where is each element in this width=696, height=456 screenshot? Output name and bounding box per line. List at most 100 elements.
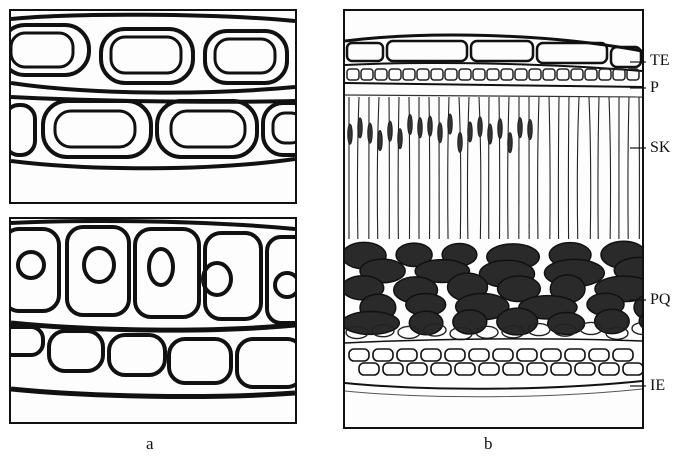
cell — [169, 339, 231, 383]
fiber-thickening — [438, 123, 442, 143]
cell-lumen — [273, 113, 295, 143]
nucleus — [84, 248, 114, 282]
palisade-fiber — [577, 97, 579, 239]
cell-layer-drawing-top — [11, 11, 295, 202]
palisade-fiber — [558, 97, 559, 239]
small-cell — [431, 69, 443, 80]
epidermis-cell — [421, 349, 441, 361]
palisade-fiber — [568, 97, 569, 239]
tissue-section-drawing — [345, 11, 642, 427]
palisade-fiber — [377, 97, 379, 239]
epidermis-cell — [445, 349, 465, 361]
cell — [135, 229, 199, 317]
label-sk: SK — [650, 139, 670, 157]
small-cell — [375, 69, 387, 80]
fiber-thickening — [398, 129, 402, 149]
small-cell — [487, 69, 499, 80]
small-cell — [459, 69, 471, 80]
fiber-thickening — [368, 123, 372, 143]
fiber-thickening — [498, 119, 502, 139]
epidermis-cell — [373, 349, 393, 361]
epidermis-cell — [503, 363, 523, 375]
fiber-thickening — [418, 118, 422, 138]
cell — [263, 103, 295, 155]
caption-b: b — [484, 434, 493, 454]
epidermis-cell — [589, 349, 609, 361]
cell-lumen — [11, 33, 73, 67]
epidermis-cell — [431, 363, 451, 375]
palisade-fiber — [549, 97, 550, 239]
epidermis-cell — [541, 349, 561, 361]
nucleus — [18, 252, 44, 278]
epidermis-cell — [517, 349, 537, 361]
cell — [267, 237, 295, 323]
parenchyma-cell — [497, 308, 538, 335]
palisade-fiber — [598, 97, 599, 239]
parenchyma-cell — [595, 309, 630, 333]
cell-lumen — [55, 111, 135, 147]
epidermis-cell — [469, 349, 489, 361]
palisade-fiber — [589, 97, 591, 239]
epidermis-cell — [551, 363, 571, 375]
small-cell — [389, 69, 401, 80]
label-p: P — [650, 79, 659, 97]
cell — [109, 335, 165, 375]
epidermis-cell — [359, 363, 379, 375]
small-cell — [501, 69, 513, 80]
leader-lines — [630, 40, 650, 400]
fiber-thickening — [488, 124, 492, 144]
palisade-fiber — [609, 97, 611, 239]
cell — [67, 227, 129, 315]
epidermis-cell — [599, 363, 619, 375]
nucleus — [275, 273, 295, 297]
panel-a-top — [9, 9, 297, 204]
fiber-thickening — [348, 124, 352, 144]
fiber-thickening — [388, 121, 392, 141]
panel-b — [343, 9, 644, 429]
cell — [11, 327, 43, 355]
small-cell — [557, 69, 569, 80]
small-cell — [585, 69, 597, 80]
fiber-thickening — [378, 131, 382, 151]
epidermis-cell — [575, 363, 595, 375]
small-cell — [571, 69, 583, 80]
palisade-fiber — [628, 97, 629, 239]
cell-lumen — [111, 37, 181, 73]
cell — [11, 105, 35, 155]
palisade-fiber — [508, 97, 509, 239]
fiber-thickening — [358, 118, 362, 138]
cell — [205, 233, 261, 319]
epidermis-cell — [383, 363, 403, 375]
fiber-thickening — [468, 122, 472, 142]
small-cell — [515, 69, 527, 80]
fiber-thickening — [428, 116, 432, 136]
epidermis-cell — [349, 349, 369, 361]
palisade-fiber — [459, 97, 461, 239]
epidermis-cell — [407, 363, 427, 375]
label-te: TE — [650, 52, 670, 70]
fiber-thickening — [508, 133, 512, 153]
palisade-fiber — [467, 97, 469, 239]
panel-a-bottom — [9, 217, 297, 424]
palisade-fiber — [538, 97, 539, 239]
caption-a: a — [146, 434, 154, 454]
small-cell — [613, 69, 625, 80]
fiber-thickening — [528, 120, 532, 140]
epidermis-cell — [397, 349, 417, 361]
small-cell — [543, 69, 555, 80]
epidermis-cell — [527, 363, 547, 375]
cell-layer-drawing-bottom — [11, 219, 295, 422]
cell — [237, 339, 295, 387]
fiber-thickening — [478, 117, 482, 137]
epidermis-cell — [479, 363, 499, 375]
parenchyma-cell — [409, 311, 443, 335]
label-ie: IE — [650, 377, 665, 395]
cell-lumen — [215, 39, 275, 73]
cell-lumen — [171, 111, 245, 147]
small-cell — [417, 69, 429, 80]
fiber-thickening — [448, 114, 452, 134]
small-cell — [529, 69, 541, 80]
label-pq: PQ — [650, 291, 670, 309]
nucleus — [203, 263, 231, 295]
cell — [49, 331, 103, 371]
